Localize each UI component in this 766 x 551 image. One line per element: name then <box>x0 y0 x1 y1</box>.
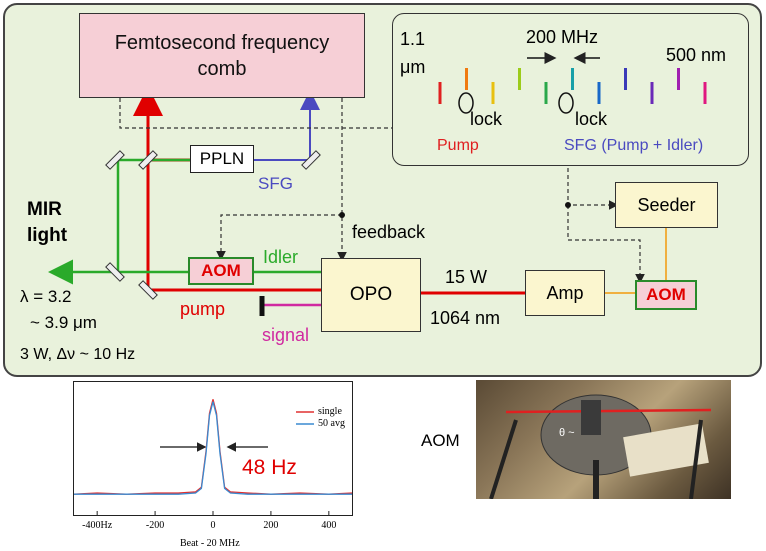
power-label: 15 W <box>445 267 488 287</box>
comb-left-wavelength-2: μm <box>400 57 426 77</box>
aom-box-idler: AOM <box>188 257 254 285</box>
wavelength-range-2: ~ 3.9 μm <box>30 313 97 332</box>
lock-label-sfg: lock <box>575 109 608 129</box>
lock-label-pump: lock <box>470 109 503 129</box>
comb-right-wavelength: 500 nm <box>666 45 727 65</box>
mir-light-label-2: light <box>27 225 68 246</box>
idler-label: Idler <box>263 247 299 267</box>
mirror <box>138 150 158 170</box>
amplifier-box: Amp <box>525 270 605 316</box>
mirror <box>105 262 125 282</box>
linewidth-annotation: 48 Hz <box>242 456 297 479</box>
comb-spacing-label: 200 MHz <box>526 27 599 47</box>
comb-label-line1: Femtosecond frequency <box>114 31 330 54</box>
wavelength-label: 1064 nm <box>430 308 501 328</box>
mir-light-label-1: MIR <box>27 199 62 220</box>
legend-avg: 50 avg <box>318 418 345 429</box>
aom-box-seeder: AOM <box>635 280 697 310</box>
mirror <box>301 150 321 170</box>
feedback-label: feedback <box>352 222 426 242</box>
beat-note-plot <box>73 381 353 516</box>
opo-box: OPO <box>321 258 421 332</box>
comb-label-line2: comb <box>197 57 247 80</box>
theta-label: θ ~ <box>559 427 575 439</box>
legend-single: single <box>318 406 342 417</box>
comb-left-wavelength-1: 1.1 <box>400 29 426 49</box>
output-power-linewidth: 3 W, Δν ~ 10 Hz <box>20 346 136 363</box>
junction-dot <box>339 212 345 218</box>
frequency-comb-box: Femtosecond frequency comb <box>79 13 365 98</box>
x-axis-label: Beat - 20 MHz <box>180 538 240 549</box>
sfg-tooth-label: SFG (Pump + Idler) <box>564 137 704 154</box>
wavelength-range-1: λ = 3.2 <box>20 287 72 306</box>
photo-aom-label: AOM <box>421 431 460 450</box>
comb-spectrum-panel <box>392 13 749 166</box>
signal-label: signal <box>262 325 310 345</box>
pump-label: pump <box>180 299 226 319</box>
mirror <box>138 280 158 300</box>
mirror <box>105 150 125 170</box>
pump-tooth-label: Pump <box>437 137 479 154</box>
feedback-dashed-aom <box>216 214 342 261</box>
ppln-crystal-box: PPLN <box>190 145 254 173</box>
seeder-box: Seeder <box>615 182 718 228</box>
feedback-dashed-right <box>567 205 645 284</box>
sfg-beam-label: SFG <box>258 174 293 193</box>
junction-dot <box>565 202 571 208</box>
aom-photo: θ ~ <box>476 380 731 499</box>
